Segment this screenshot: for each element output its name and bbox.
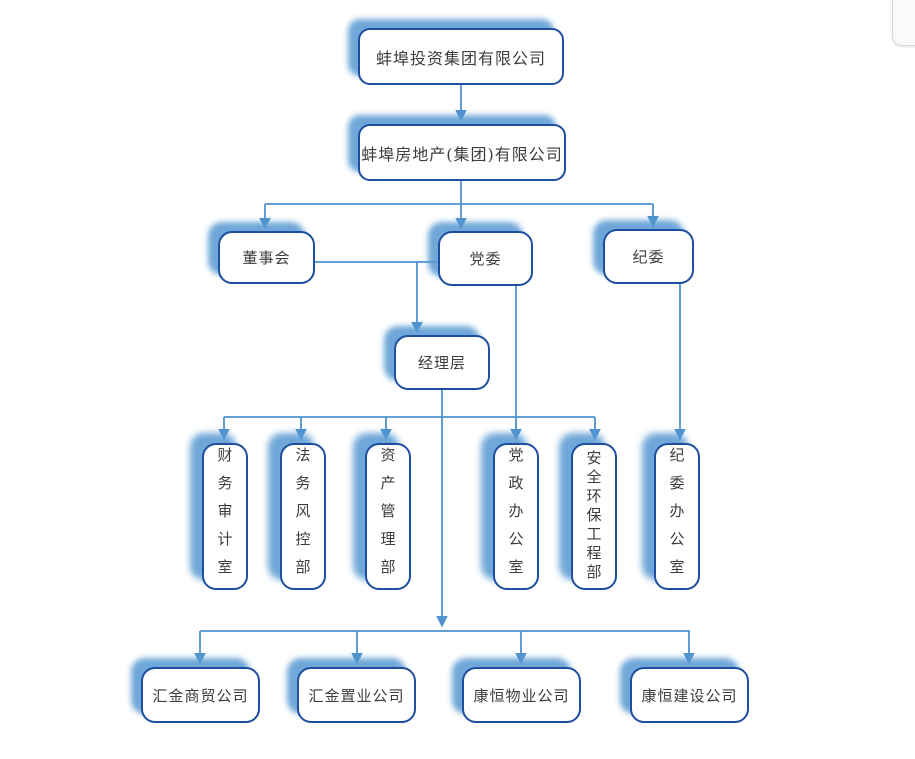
org-node-kangheng-construction-company: 康恒建设公司 xyxy=(630,667,749,723)
org-node-discipline-office: 纪委办公室 xyxy=(654,443,700,590)
org-node-asset-management-dept: 资产管理部 xyxy=(365,443,411,590)
org-node-huijin-trading-company: 汇金商贸公司 xyxy=(141,667,260,723)
org-node-real-estate-group: 蚌埠房地产(集团)有限公司 xyxy=(358,124,566,181)
org-node-board-of-directors: 董事会 xyxy=(218,231,315,284)
org-node-party-gov-office: 党政办公室 xyxy=(493,443,539,590)
org-node-party-committee: 党委 xyxy=(438,231,533,286)
org-node-investment-group: 蚌埠投资集团有限公司 xyxy=(358,28,564,85)
org-node-safety-env-engineering-dept: 安全环保工程部 xyxy=(571,443,617,590)
org-node-huijin-realty-company: 汇金置业公司 xyxy=(297,667,416,723)
org-node-kangheng-property-company: 康恒物业公司 xyxy=(462,667,581,723)
org-node-discipline-committee: 纪委 xyxy=(603,229,694,284)
org-node-legal-risk-dept: 法务风控部 xyxy=(280,443,326,590)
top-right-panel-corner xyxy=(892,0,915,46)
org-node-management-level: 经理层 xyxy=(394,335,490,390)
org-node-finance-audit-office: 财务审计室 xyxy=(202,443,248,590)
